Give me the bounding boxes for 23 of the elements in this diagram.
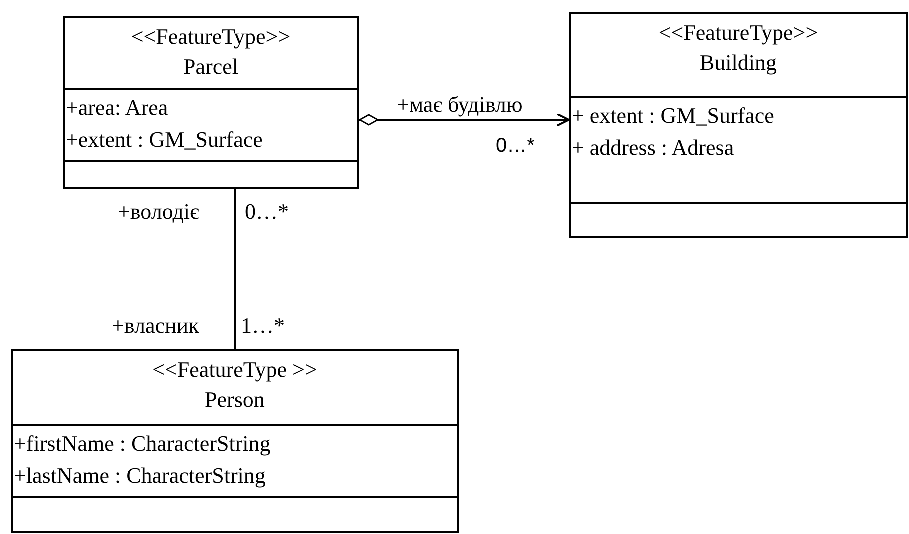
role-name: +володіє xyxy=(118,200,200,224)
attribute: +lastName : CharacterString xyxy=(13,462,266,490)
attribute: +area: Area xyxy=(65,94,168,122)
stereotype: <<FeatureType >> xyxy=(152,356,318,384)
stereotype: <<FeatureType>> xyxy=(658,19,818,47)
attribute: + extent : GM_Surface xyxy=(571,102,774,130)
multiplicity: 0…* xyxy=(245,200,289,224)
attribute: + address : Adresa xyxy=(571,134,734,162)
role-name: +власник xyxy=(112,314,200,338)
edge-label: +має будівлю xyxy=(397,94,523,116)
attribute: +extent : GM_Surface xyxy=(65,126,263,154)
multiplicity: 1…* xyxy=(241,314,285,338)
stereotype: <<FeatureType>> xyxy=(131,23,291,51)
class-box xyxy=(63,16,359,189)
class-name: Person xyxy=(205,386,265,414)
association-line xyxy=(359,113,570,127)
class-name: Parcel xyxy=(184,53,238,81)
association-line xyxy=(234,189,236,349)
multiplicity: 0…* xyxy=(496,134,535,158)
attribute: +firstName : CharacterString xyxy=(13,430,271,458)
class-name: Building xyxy=(700,49,777,77)
class-box xyxy=(11,349,459,533)
class-box xyxy=(569,12,908,238)
